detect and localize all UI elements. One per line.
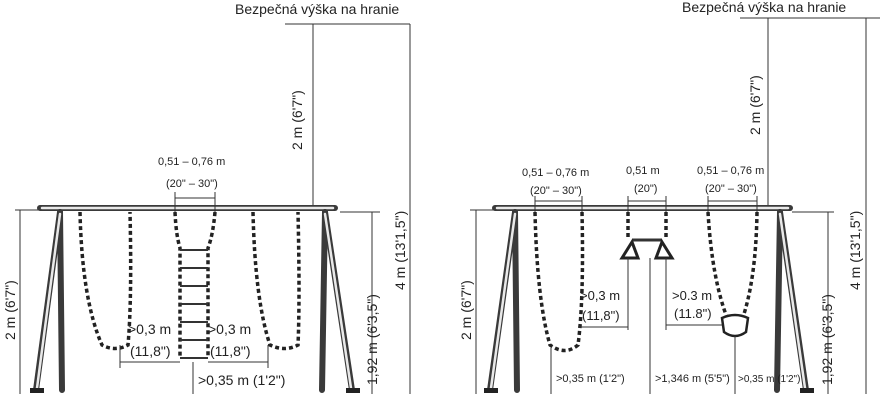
- trapeze-width-bottom: (20"): [634, 183, 657, 195]
- trapeze-handle-right: [653, 238, 675, 260]
- left-clearance-height: 2 m (6'7"): [289, 90, 305, 150]
- right-gap1-bottom: (11,8"): [582, 308, 620, 323]
- left-leg-back-right: [319, 209, 328, 393]
- right-gap2-bottom: (11.8"): [674, 306, 712, 321]
- seat-clearance: >0,35 m (1'2"): [556, 373, 625, 385]
- trapeze-clearance: >1,346 m (5'5"): [655, 373, 730, 385]
- right-foot-1: [484, 388, 498, 393]
- right-swing-set: Bezpečná výška na hranie 2 m (6'7") 4 m …: [458, 0, 880, 394]
- right-swing-chain-1: [533, 211, 585, 353]
- left-gap-right-top: >0,3 m: [208, 321, 251, 337]
- left-total-height: 4 m (13'1,5"): [392, 211, 408, 290]
- left-leg-back-left: [57, 209, 65, 393]
- swing1-width-bottom: (20" – 30"): [530, 185, 582, 197]
- right-swing-chain-2b: [740, 211, 759, 321]
- baby-seat-clearance: >0,35 m (1'2"): [738, 374, 800, 385]
- right-foot-2: [800, 388, 814, 393]
- right-beam-height: 1,92 m (6'3,5"): [819, 294, 835, 385]
- swing2-width-bottom: (20" – 30"): [705, 183, 757, 195]
- left-safety-height-label: Bezpečná výška na hranie: [235, 1, 399, 17]
- left-side-height: 2 m (6'7"): [2, 280, 18, 340]
- left-gap-left-top: >0,3 m: [128, 321, 171, 337]
- right-leg-back-right: [774, 209, 783, 393]
- rope-ladder: [173, 211, 217, 359]
- trapeze-bar: [619, 212, 675, 260]
- right-leg-back-left: [512, 209, 520, 393]
- right-total-height: 4 m (13'1,5"): [847, 211, 863, 290]
- left-foot-1: [30, 388, 44, 393]
- ladder-rope-right: [206, 211, 217, 358]
- left-ground-clearance: >0,35 m (1'2"): [198, 372, 285, 388]
- right-gap2-top: >0.3 m: [672, 288, 712, 303]
- ladder-rope-left: [173, 211, 182, 358]
- left-swing-chain-1: [78, 211, 133, 351]
- right-swing-chain-2a: [706, 211, 730, 321]
- baby-seat: [720, 313, 750, 338]
- ladder-width-bottom: (20" – 30"): [166, 178, 218, 190]
- right-leg-highlight-2: [778, 212, 807, 390]
- right-safety-height-label: Bezpečná výška na hranie: [682, 0, 846, 15]
- trapeze-width-top: 0,51 m: [626, 165, 660, 177]
- swing1-width-top: 0,51 – 0,76 m: [522, 167, 589, 179]
- left-beam-height: 1,92 m (6'3,5"): [364, 294, 380, 385]
- left-gap-right-bottom: (11,8"): [210, 343, 251, 359]
- left-gap-left-bottom: (11,8"): [130, 343, 171, 359]
- right-side-height: 2 m (6'7"): [458, 280, 474, 340]
- left-swing-chain-2: [251, 211, 301, 351]
- right-leg-highlight-1: [489, 212, 517, 390]
- trapeze-handle-left: [619, 238, 641, 260]
- left-leg-highlight-2: [323, 212, 353, 390]
- ladder-width-top: 0,51 – 0,76 m: [158, 156, 225, 168]
- right-gap1-top: >0,3 m: [580, 288, 620, 303]
- left-foot-2: [346, 388, 360, 393]
- swing2-width-top: 0,51 – 0,76 m: [697, 165, 764, 177]
- left-leg-highlight-1: [35, 212, 62, 390]
- left-swing-set: Bezpečná výška na hranie 2 m (6'7") 4 m …: [2, 1, 411, 394]
- right-clearance-height: 2 m (6'7"): [747, 75, 763, 135]
